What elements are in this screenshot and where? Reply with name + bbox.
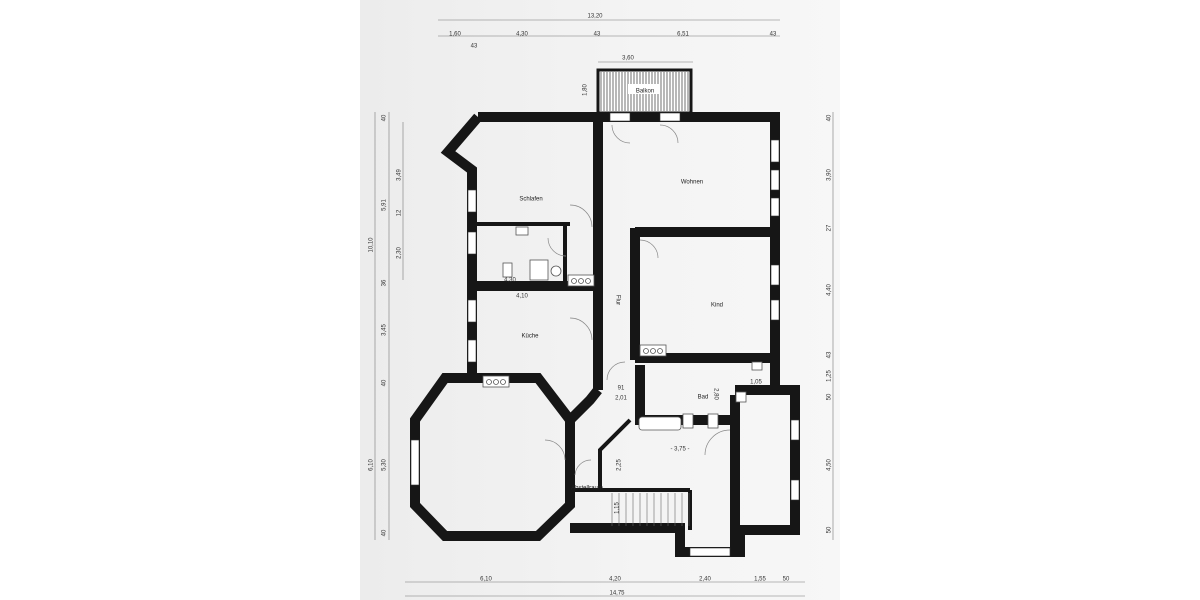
dimension-label-left-dimensions-10: 12 [397,209,403,216]
dimension-label-inner-dimensions-1: 4,10 [516,294,528,300]
dimension-label-top-dimensions-8: 1,80 [583,84,589,96]
dimension-label-right-dimensions-1: 3,90 [827,169,833,181]
dimension-label-top-dimensions-1: 1,60 [449,32,461,38]
dimension-label-left-dimensions-0: 10,10 [369,237,375,253]
dimension-label-top-dimensions-3: 43 [594,32,601,38]
room-label-rooms-wohnen: Wohnen [681,180,703,186]
dimension-label-inner-dimensions-7: 2,25 [617,459,623,471]
dimension-label-left-dimensions-8: 40 [382,529,388,536]
room-label-rooms-bad: Bad [698,395,709,401]
dimension-label-right-dimensions-8: 50 [827,526,833,533]
dimension-label-bottom-dimensions-2: 2,40 [699,577,711,583]
dimension-label-left-dimensions-11: 2,30 [397,247,403,259]
dimension-label-left-dimensions-1: 40 [382,114,388,121]
dimension-label-left-dimensions-4: 3,45 [382,324,388,336]
dimension-label-right-dimensions-2: 27 [827,224,833,231]
dimension-label-top-dimensions-6: 43 [471,44,478,50]
dimension-label-inner-dimensions-2: 1,05 [750,380,762,386]
dimension-label-left-dimensions-5: 40 [382,379,388,386]
dimension-label-bottom-dimensions-0: 6,10 [480,577,492,583]
dimension-label-bottom-dimensions-1: 4,20 [609,577,621,583]
room-label-rooms-abstellraum: Abstellraum [571,486,603,492]
dimension-label-top-dimensions-4: 6,51 [677,32,689,38]
windows [410,112,800,557]
dimension-label-top-dimensions-2: 4,30 [516,32,528,38]
dimension-label-right-dimensions-3: 4,40 [827,284,833,296]
room-label-rooms-kind: Kind [711,303,723,309]
dimension-label-right-dimensions-0: 40 [827,114,833,121]
dimension-label-left-dimensions-2: 5,91 [382,199,388,211]
dimension-label-inner-dimensions-3: 2,80 [712,388,718,400]
doors [544,124,731,476]
dimension-label-bottom-dimensions-5: 14,75 [609,591,625,597]
dimension-label-left-dimensions-9: 3,49 [397,169,403,181]
dimension-label-inner-dimensions-4: 91 [618,386,625,392]
room-label-rooms-schlafen: Schlafen [519,197,542,203]
dimension-label-top-dimensions-7: 3,60 [622,56,634,62]
dimension-label-right-dimensions-7: 4,50 [827,459,833,471]
dimension-label-inner-dimensions-8: 1,15 [615,502,621,514]
room-label-rooms-balkon: Balkon [636,89,654,95]
dimension-label-top-dimensions-0: 13,20 [587,14,603,20]
dimension-label-left-dimensions-7: 5,30 [382,459,388,471]
room-label-rooms-kueche: Küche [521,334,539,340]
dimension-label-left-dimensions-6: 6,10 [369,459,375,471]
dimension-label-right-dimensions-5: 1,25 [827,370,833,382]
dimension-label-bottom-dimensions-3: 1,55 [754,577,766,583]
dimension-label-bottom-dimensions-4: 50 [783,577,790,583]
dimension-label-right-dimensions-6: 50 [827,393,833,400]
dimension-label-inner-dimensions-5: 2,01 [615,396,627,402]
dimension-label-right-dimensions-4: 43 [827,351,833,358]
balcony [596,68,693,115]
room-label-rooms-flur: Flur [614,295,620,305]
dimension-label-inner-dimensions-6: - 3,75 - [670,447,689,453]
fixtures [482,226,763,526]
dimension-lines [374,19,834,597]
walls [410,112,800,557]
dimension-label-inner-dimensions-0: 4,30 [504,278,516,284]
dimension-label-top-dimensions-5: 43 [770,32,777,38]
dimension-label-left-dimensions-3: 36 [382,279,388,286]
